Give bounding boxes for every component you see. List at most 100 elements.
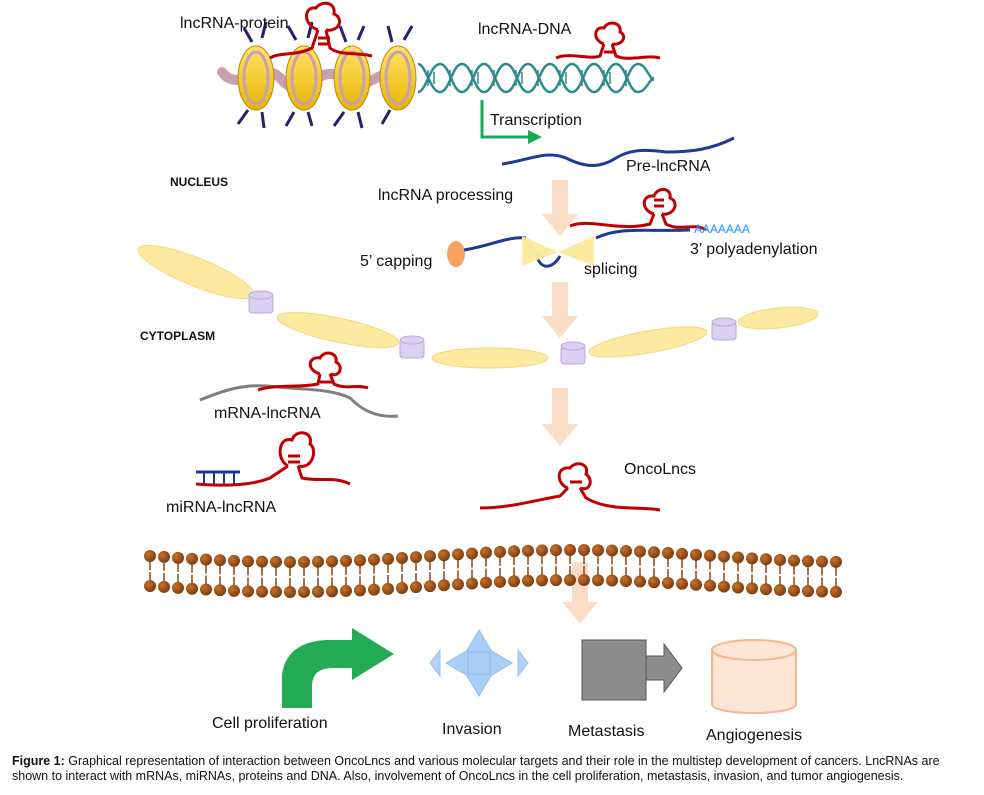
five-prime-cap	[447, 241, 465, 267]
flow-arrows	[542, 180, 598, 624]
dna-helix	[417, 62, 655, 94]
pre-lncrna-strand	[501, 136, 735, 167]
chromatin-lncrna	[269, 1, 373, 60]
lipid-head	[494, 575, 506, 588]
lipid-head	[760, 583, 772, 596]
lipid-head	[228, 584, 240, 597]
lipid-head	[536, 544, 548, 557]
nuclear-pores	[248, 290, 737, 365]
lipid-head	[788, 554, 800, 567]
lipid-head	[326, 555, 338, 568]
lipid-head	[508, 575, 520, 588]
lipid-head	[382, 552, 394, 565]
label-lncrna-protein: lncRNA-protein	[180, 15, 288, 32]
lipid-head	[186, 582, 198, 595]
lipid-head	[298, 585, 310, 598]
lipid-head	[172, 551, 184, 564]
label-invasion: Invasion	[442, 721, 502, 738]
processed-lncrna	[569, 188, 707, 232]
lipid-head	[606, 574, 618, 587]
label-oncolncs: OncoLncs	[624, 461, 696, 478]
lipid-head	[368, 553, 380, 566]
mrna-lncrna-rna	[257, 351, 369, 392]
chromatin-fiber	[217, 1, 417, 129]
lipid-head	[354, 554, 366, 567]
lipid-head	[158, 580, 170, 593]
lipid-head	[410, 551, 422, 564]
lipid-head	[690, 548, 702, 561]
lipid-head	[340, 554, 352, 567]
label-angiogenesis: Angiogenesis	[706, 727, 802, 744]
lipid-head	[494, 545, 506, 558]
lipid-head	[424, 550, 436, 563]
lipid-head	[606, 544, 618, 557]
lipid-head	[578, 544, 590, 557]
mirna-strand	[196, 470, 240, 484]
label-mrna-lncrna: mRNA-lncRNA	[214, 405, 321, 422]
label-transcription: Transcription	[490, 112, 582, 129]
lipid-head	[522, 544, 534, 557]
lipid-head	[298, 555, 310, 568]
metastasis-box-icon	[581, 639, 683, 701]
lipid-head	[158, 550, 170, 563]
lipid-head	[788, 584, 800, 597]
lipid-head	[676, 577, 688, 590]
label-splicing: splicing	[584, 261, 637, 278]
lipid-head	[242, 585, 254, 598]
lipid-head	[326, 585, 338, 598]
lipid-head	[550, 544, 562, 557]
lipid-head	[536, 574, 548, 587]
label-lncrna-processing: lncRNA processing	[378, 187, 513, 204]
lipid-head	[718, 550, 730, 563]
lipid-head	[550, 574, 562, 587]
processing-strand-right	[595, 228, 691, 240]
lipid-head	[214, 584, 226, 597]
splicing-bowtie	[522, 236, 594, 266]
label-mirna-lncrna: miRNA-lncRNA	[166, 499, 277, 516]
lipid-head	[144, 550, 156, 562]
lipid-head	[480, 576, 492, 589]
lipid-head	[452, 548, 464, 561]
transcription-arrow	[480, 100, 542, 144]
processing-strand	[463, 236, 527, 252]
lipid-head	[270, 585, 282, 598]
lipid-head	[284, 585, 296, 598]
lipid-head	[760, 553, 772, 566]
lipid-head	[648, 546, 660, 559]
lipid-head	[578, 574, 590, 587]
proliferation-arrow-icon	[282, 628, 394, 708]
lipid-head	[620, 574, 632, 587]
nucleosomes	[237, 45, 417, 111]
histone-tails	[236, 21, 414, 129]
lipid-head	[704, 579, 716, 592]
label-cell-proliferation: Cell proliferation	[212, 715, 328, 732]
lipid-head	[144, 580, 156, 592]
lipid-head	[354, 584, 366, 597]
lipid-head	[270, 555, 282, 568]
lipid-head	[256, 555, 268, 568]
lipid-head	[774, 583, 786, 596]
lipid-head	[214, 554, 226, 567]
lipid-head	[564, 544, 576, 557]
lipid-head	[732, 551, 744, 564]
lipid-head	[410, 581, 422, 594]
mrna-strand	[199, 384, 399, 418]
lipid-head	[284, 555, 296, 568]
label-cytoplasm: CYTOPLASM	[140, 329, 215, 343]
lipid-head	[368, 583, 380, 596]
figure-caption: Figure 1: Graphical representation of in…	[12, 754, 978, 784]
lipid-head	[662, 546, 674, 559]
lipid-head	[802, 585, 814, 598]
lipid-head	[718, 580, 730, 593]
invasion-cross-icon	[429, 629, 529, 697]
lipid-head	[522, 574, 534, 587]
lipid-head	[200, 553, 212, 566]
lipid-head	[592, 544, 604, 557]
lipid-head	[256, 585, 268, 598]
oncolncs-rna	[479, 462, 661, 512]
caption-text: Graphical representation of interaction …	[12, 754, 940, 783]
lipid-head	[200, 583, 212, 596]
lipid-head	[172, 581, 184, 594]
label-five-prime-capping: 5’ capping	[360, 253, 432, 270]
